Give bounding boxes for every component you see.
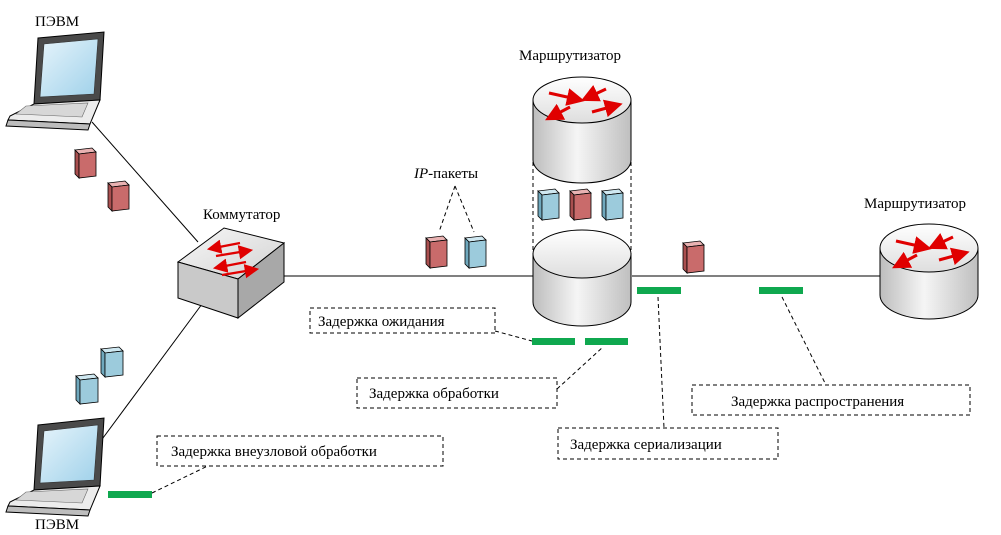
router-center-label: Маршрутизатор [519,48,621,64]
packet-blue [100,346,124,378]
delay-marker-external [108,491,152,498]
delay-marker-serialization [637,287,681,294]
delay-marker-queue [532,338,575,345]
delay-queue-label: Задержка ожидания [318,314,445,330]
delay-external-label: Задержка внеузловой обработки [171,444,377,460]
links [91,121,880,443]
packet-red [682,240,705,274]
ip-packets-label-suffix: -пакеты [428,166,478,182]
router-center-icon [532,76,632,184]
switch-label: Коммутатор [203,207,280,223]
pc-bottom-icon [5,417,105,517]
router-buffer-icon [532,229,632,327]
delay-serialization-label: Задержка сериализации [570,437,722,453]
ip-packets-pointers [438,185,475,233]
router-right-icon [879,223,979,320]
packet-blue [601,188,624,221]
router-right-label: Маршрутизатор [864,196,966,212]
delay-marker-processing [585,338,628,345]
ip-packets-label-prefix: IP [413,166,428,182]
packets [74,147,705,405]
leader-lines [151,296,827,494]
packet-red [74,147,97,179]
router-explode-guides [532,162,632,258]
delay-processing-label: Задержка обработки [369,386,499,402]
link-pc-bottom-switch [99,299,206,443]
ip-packets-label: IP-пакеты [413,166,478,182]
delay-marker-propagation [759,287,803,294]
pc-bottom-label: ПЭВМ [35,517,79,533]
packet-red [107,180,130,212]
packet-blue [537,188,560,221]
packet-blue [75,373,99,405]
switch-icon [176,227,286,320]
label-boxes [156,307,971,467]
delay-markers [108,287,803,498]
pc-top-icon [5,31,105,131]
link-pc-top-switch [91,121,199,243]
packet-red [425,235,448,269]
pc-top-label: ПЭВМ [35,14,79,30]
packet-blue [464,235,487,269]
packet-red [569,188,592,221]
delay-propagation-label: Задержка распространения [731,394,904,410]
